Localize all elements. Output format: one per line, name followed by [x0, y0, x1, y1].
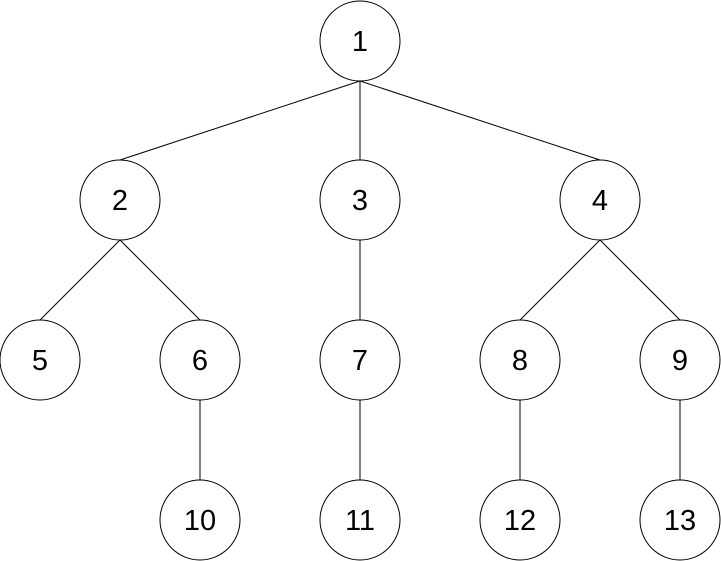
- tree-node-label-7: 7: [352, 345, 368, 377]
- tree-node-1: 1: [319, 0, 401, 82]
- tree-node-circle-4: [559, 159, 641, 241]
- tree-node-10: 10: [159, 479, 241, 561]
- tree-node-label-13: 13: [664, 505, 696, 537]
- tree-node-circle-11: [319, 479, 401, 561]
- tree-node-label-9: 9: [672, 345, 688, 377]
- tree-node-circle-13: [639, 479, 721, 561]
- tree-node-label-3: 3: [352, 185, 368, 217]
- tree-node-circle-1: [319, 0, 401, 82]
- tree-node-label-10: 10: [184, 505, 216, 537]
- tree-node-circle-3: [319, 159, 401, 241]
- tree-node-circle-9: [639, 319, 721, 401]
- tree-node-label-6: 6: [192, 345, 208, 377]
- tree-edge-1-4: [359, 80, 601, 161]
- tree-node-13: 13: [639, 479, 721, 561]
- tree-node-3: 3: [319, 159, 401, 241]
- tree-node-label-2: 2: [112, 185, 128, 217]
- tree-node-label-11: 11: [345, 505, 375, 537]
- tree-node-12: 12: [479, 479, 561, 561]
- tree-node-9: 9: [639, 319, 721, 401]
- tree-node-circle-10: [159, 479, 241, 561]
- tree-edge-2-6: [119, 239, 201, 321]
- tree-node-circle-7: [319, 319, 401, 401]
- tree-node-circle-5: [0, 319, 81, 401]
- tree-edge-1-2: [119, 80, 361, 161]
- tree-node-label-5: 5: [32, 345, 48, 377]
- tree-node-circle-2: [79, 159, 161, 241]
- tree-node-2: 2: [79, 159, 161, 241]
- tree-node-circle-6: [159, 319, 241, 401]
- tree-node-label-1: 1: [352, 26, 368, 58]
- tree-node-circle-12: [479, 479, 561, 561]
- tree-node-7: 7: [319, 319, 401, 401]
- tree-node-11: 11: [319, 479, 401, 561]
- tree-node-4: 4: [559, 159, 641, 241]
- tree-node-label-12: 12: [504, 505, 536, 537]
- tree-edge-2-5: [39, 239, 121, 321]
- tree-node-label-8: 8: [512, 345, 528, 377]
- tree-node-8: 8: [479, 319, 561, 401]
- tree-node-label-4: 4: [592, 185, 608, 217]
- tree-edge-4-8: [519, 239, 601, 321]
- tree-node-circle-8: [479, 319, 561, 401]
- tree-node-6: 6: [159, 319, 241, 401]
- tree-node-5: 5: [0, 319, 81, 401]
- tree-edge-4-9: [599, 239, 681, 321]
